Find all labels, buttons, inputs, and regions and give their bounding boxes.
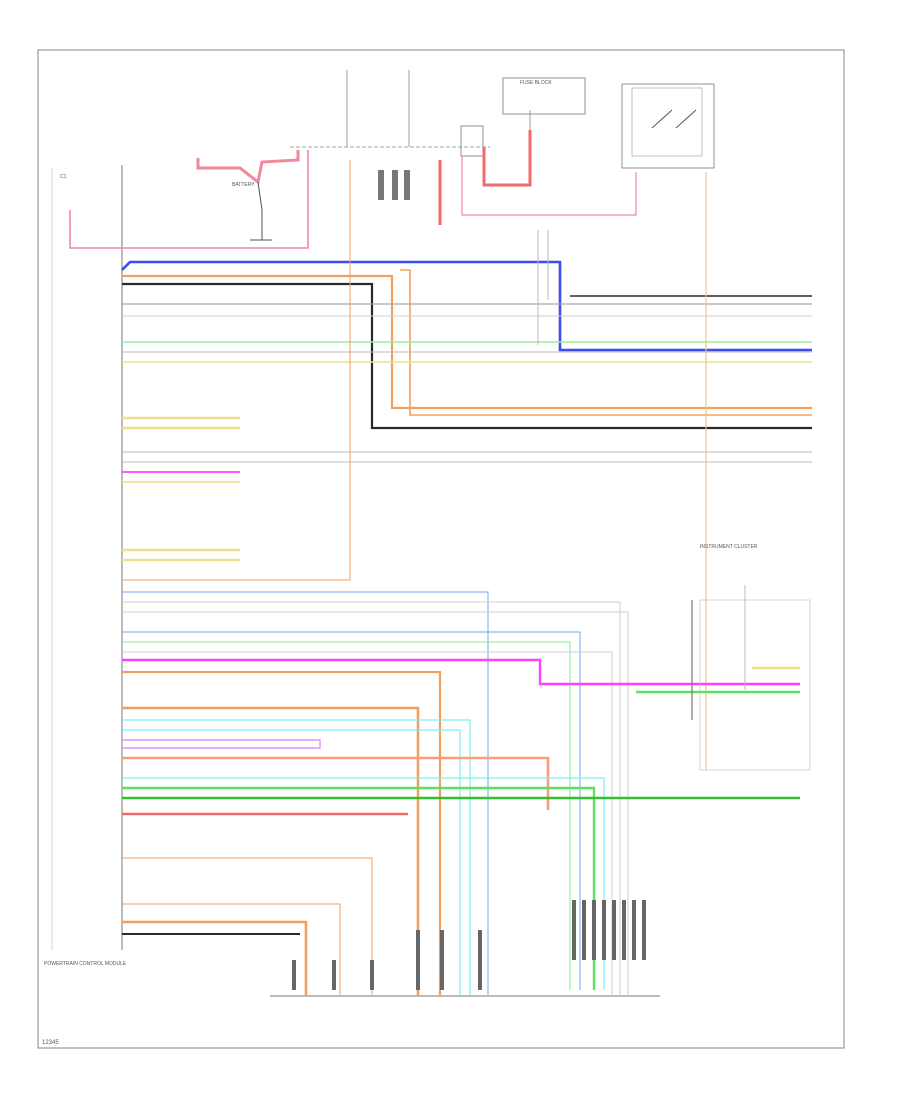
relay-coil-3 — [404, 170, 410, 200]
wire-black — [122, 282, 812, 430]
wire-gray-6 — [122, 601, 621, 995]
wire-orange-5 — [122, 903, 341, 995]
wire-orange-3 — [122, 706, 420, 995]
wire-cyan-1 — [122, 719, 471, 995]
connector-box-top — [460, 125, 484, 157]
wire-orange-6 — [122, 920, 308, 995]
relay-box — [621, 83, 715, 169]
fuse-block-label: FUSE BLOCK — [520, 80, 552, 86]
battery-cable — [196, 150, 300, 185]
pink-feed-fuse — [461, 156, 637, 216]
lower-wire-group — [122, 591, 800, 995]
fuse-block-box — [502, 77, 586, 115]
wire-green-2 — [122, 786, 596, 990]
wire-violet-1 — [122, 739, 321, 749]
wire-gray-8 — [122, 651, 613, 995]
relay-inner-box — [631, 87, 703, 157]
relay-coil-1 — [378, 170, 384, 200]
battery-label: BATTERY — [232, 182, 255, 188]
wire-cyan-3 — [122, 777, 605, 990]
wire-blue — [121, 260, 812, 352]
footer-code: 12345 — [42, 1040, 59, 1046]
wire-gray-7 — [122, 611, 629, 995]
wire-orange-2 — [122, 670, 442, 995]
instrument-cluster-label: INSTRUMENT CLUSTER — [700, 544, 758, 550]
module-label-c1: C1 — [60, 174, 67, 180]
wire-cyan-2 — [122, 729, 461, 995]
wire-salmon — [122, 756, 550, 810]
wire-orange-4 — [122, 857, 373, 995]
battery-cable-2 — [257, 181, 263, 240]
upper-wire-group — [121, 260, 812, 562]
relay-switch-2 — [675, 109, 697, 129]
bottom-connector-pins — [292, 900, 646, 990]
relay-switch — [651, 109, 673, 129]
wire-lightblue-2 — [122, 631, 581, 990]
red-feed-fuse — [482, 130, 532, 187]
wire-lightblue-1 — [122, 591, 489, 995]
diagram-frame — [37, 49, 845, 1049]
vertical-orange-long — [122, 160, 351, 581]
module-label-left: POWERTRAIN CONTROL MODULE — [44, 961, 127, 967]
wire-magenta-long — [122, 658, 800, 686]
relay-coil-2 — [392, 170, 398, 200]
right-module-box — [699, 599, 811, 771]
pink-feed-left — [69, 150, 309, 249]
wire-lime-2 — [122, 641, 571, 990]
